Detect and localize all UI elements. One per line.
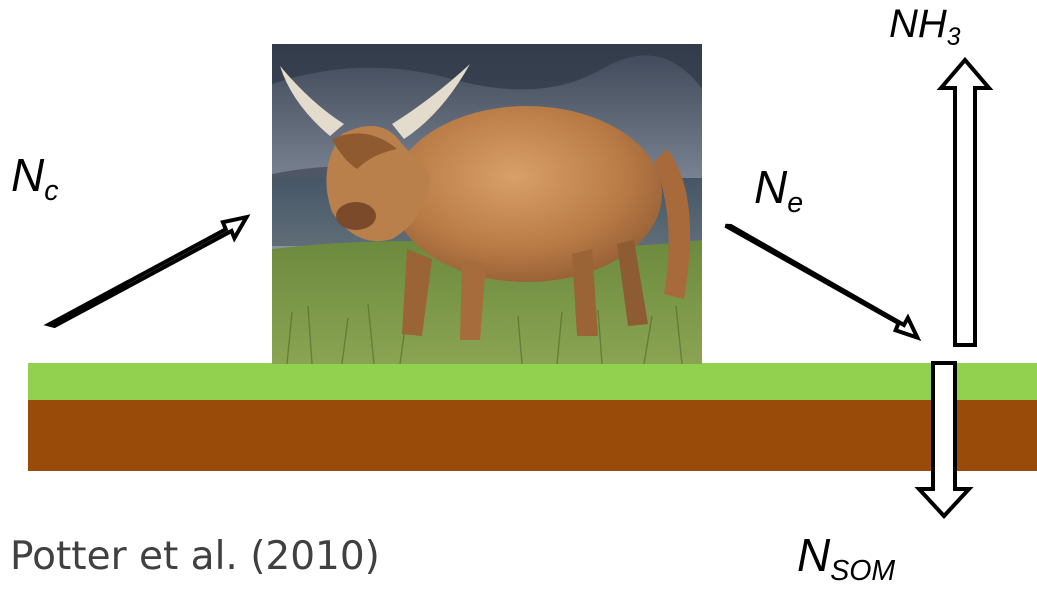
excreted-nitrogen-label: Ne bbox=[754, 160, 803, 220]
intake-nitrogen-label: Nc bbox=[11, 148, 59, 208]
intake-arrow bbox=[49, 217, 247, 326]
ammonia-label: NH3 bbox=[889, 2, 961, 52]
soil-organic-nitrogen-label: NSOM bbox=[797, 528, 895, 588]
excretion-arrow bbox=[726, 226, 918, 338]
ammonia-up-arrow bbox=[941, 60, 989, 345]
citation: Potter et al. (2010) bbox=[10, 534, 380, 579]
soil-down-arrow bbox=[919, 363, 969, 516]
